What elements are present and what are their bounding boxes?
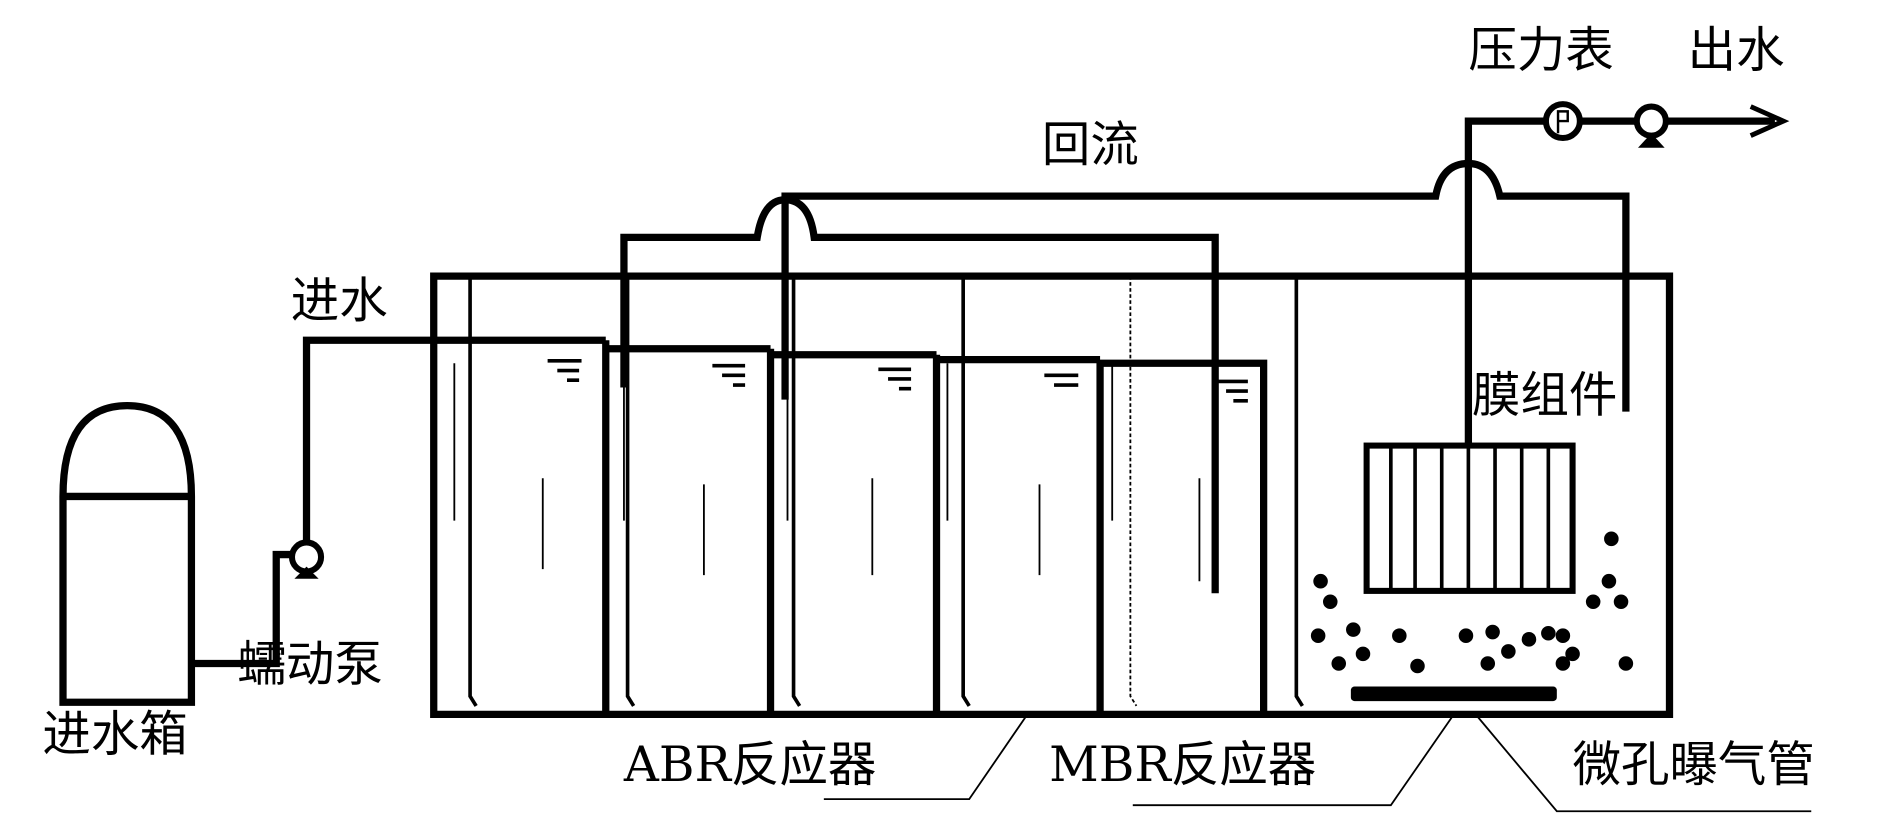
effluent-pump-icon	[1633, 103, 1669, 148]
recirculation-pipe	[620, 196, 1219, 594]
label-mbr-reactor: MBR反应器	[1049, 737, 1316, 793]
label-inflow: 进水	[291, 273, 388, 329]
label-peristaltic-pump: 蠕动泵	[237, 637, 382, 693]
pressure-gauge-icon	[1542, 101, 1583, 142]
arrow-right-icon	[1749, 104, 1790, 138]
label-feed-tank: 进水箱	[42, 707, 187, 763]
micro-aerator	[1350, 686, 1557, 702]
peristaltic-pump-icon	[288, 539, 325, 579]
reactor-tank	[430, 272, 1674, 719]
air-bubbles	[1310, 531, 1634, 674]
label-recirculation: 回流	[1042, 117, 1139, 173]
feed-tank	[59, 401, 196, 706]
inlet-pipe	[191, 336, 606, 668]
label-effluent: 出水	[1688, 23, 1785, 79]
effluent-pipe	[1464, 117, 1775, 449]
label-membrane-module: 膜组件	[1472, 368, 1617, 424]
membrane-module	[1363, 442, 1576, 594]
label-pressure-gauge: 压力表	[1468, 23, 1613, 79]
leader-lines	[823, 713, 1812, 813]
label-abr-reactor: ABR反应器	[623, 737, 876, 793]
label-micro-aerator: 微孔曝气管	[1573, 737, 1815, 793]
